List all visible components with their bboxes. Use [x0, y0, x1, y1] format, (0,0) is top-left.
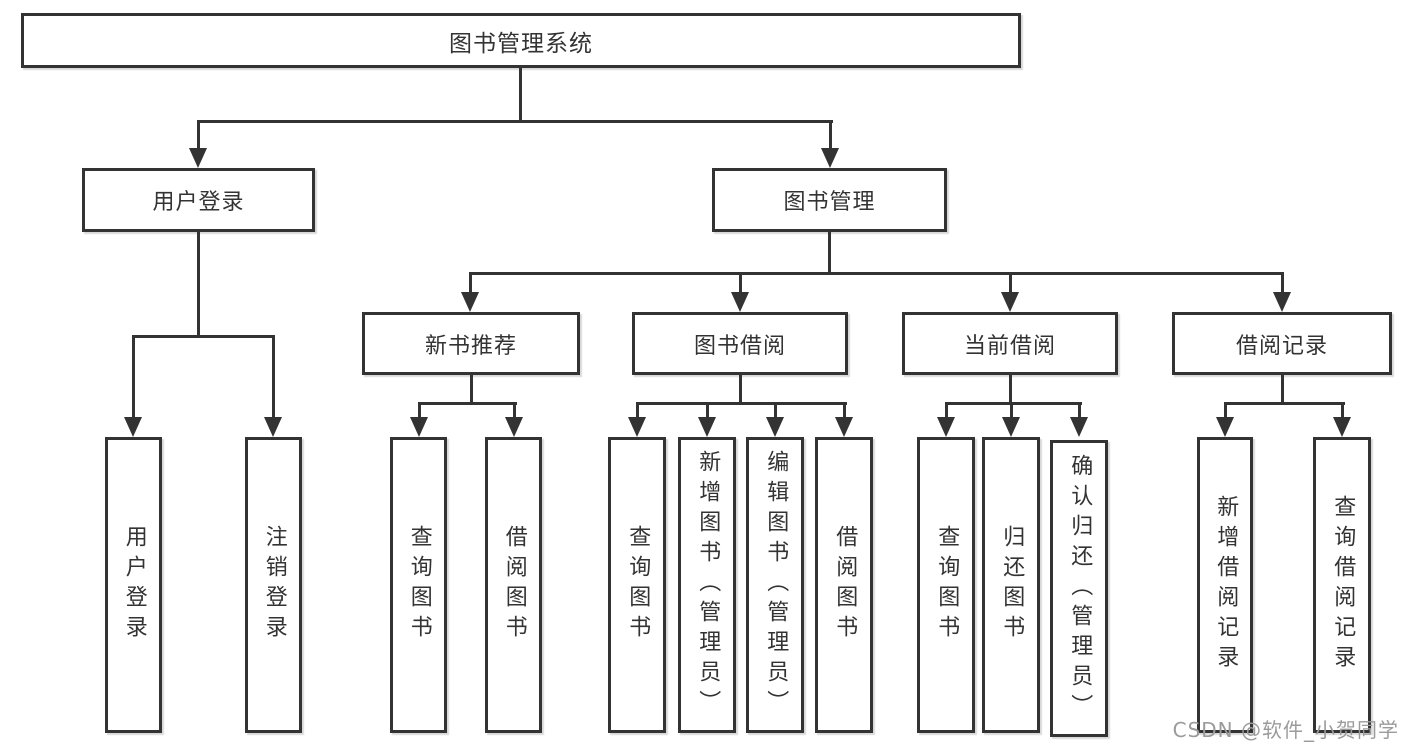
- connector-line: [1224, 402, 1345, 405]
- connector-line: [945, 402, 1082, 405]
- arrow-down-icon: [505, 417, 523, 437]
- node-label: 新书推荐: [424, 333, 517, 359]
- leaf-query-book-borrow: 查询图书: [608, 437, 666, 733]
- connector-line: [636, 402, 639, 419]
- leaf-borrow-book: 借阅图书: [815, 437, 873, 733]
- arrow-down-icon: [1216, 417, 1234, 437]
- node-label: 新增借阅记录: [1213, 495, 1239, 675]
- connector-line: [132, 335, 275, 338]
- connector-line: [1009, 375, 1012, 402]
- arrow-down-icon: [1070, 417, 1088, 437]
- node-book-borrow: 图书借阅: [632, 312, 848, 375]
- leaf-user-login: 用户登录: [105, 437, 162, 733]
- connector-line: [1009, 272, 1012, 296]
- arrow-down-icon: [1333, 417, 1351, 437]
- connector-line: [739, 272, 742, 296]
- connector-line: [739, 375, 742, 402]
- leaf-edit-book-admin: 编辑图书（管理员）: [746, 437, 804, 733]
- connector-line: [197, 120, 833, 123]
- leaf-query-book-current: 查询图书: [917, 437, 975, 733]
- arrow-down-icon: [1273, 292, 1291, 312]
- node-root-library-management-system: 图书管理系统: [21, 13, 1021, 68]
- arrow-down-icon: [731, 292, 749, 312]
- leaf-return-book: 归还图书: [982, 437, 1040, 733]
- node-user-login-branch: 用户登录: [82, 168, 315, 232]
- leaf-add-borrow-record: 新增借阅记录: [1197, 437, 1253, 733]
- connector-line: [197, 232, 200, 335]
- connector-line: [636, 402, 847, 405]
- connector-line: [1224, 402, 1227, 419]
- node-label: 查询图书: [934, 525, 960, 645]
- arrow-down-icon: [461, 292, 479, 312]
- node-book-management-branch: 图书管理: [712, 168, 947, 232]
- connector-line: [829, 120, 832, 152]
- arrow-down-icon: [766, 417, 784, 437]
- connector-line: [774, 402, 777, 419]
- arrow-down-icon: [264, 417, 282, 437]
- connector-line: [470, 375, 473, 402]
- leaf-query-book-recommend: 查询图书: [390, 437, 447, 733]
- node-label: 编辑图书（管理员）: [763, 450, 789, 720]
- connector-line: [828, 232, 831, 272]
- connector-line: [418, 402, 517, 405]
- connector-line: [513, 402, 516, 419]
- leaf-confirm-return-admin: 确认归还（管理员）: [1050, 440, 1108, 737]
- node-borrow-records: 借阅记录: [1172, 312, 1392, 375]
- connector-line: [197, 120, 200, 152]
- arrow-down-icon: [937, 417, 955, 437]
- connector-line: [945, 402, 948, 419]
- arrow-down-icon: [189, 148, 207, 168]
- node-label: 图书借阅: [693, 333, 786, 359]
- node-label: 确认归还（管理员）: [1067, 453, 1093, 724]
- arrow-down-icon: [698, 417, 716, 437]
- arrow-down-icon: [410, 417, 428, 437]
- node-label: 借阅记录: [1235, 333, 1328, 359]
- connector-line: [1281, 375, 1284, 402]
- node-label: 用户登录: [152, 190, 245, 215]
- leaf-borrow-book-recommend: 借阅图书: [485, 437, 542, 733]
- connector-line: [1010, 402, 1013, 419]
- node-label: 查询图书: [625, 525, 651, 645]
- connector-line: [1281, 272, 1284, 296]
- arrow-down-icon: [1001, 292, 1019, 312]
- node-label: 新增图书（管理员）: [695, 450, 721, 720]
- arrow-down-icon: [1002, 417, 1020, 437]
- connector-line: [519, 68, 522, 120]
- node-label: 图书管理系统: [449, 30, 593, 57]
- node-new-book-recommend: 新书推荐: [362, 312, 580, 375]
- connector-line: [418, 402, 421, 419]
- csdn-watermark: CSDN @软件_小贺同学: [1172, 718, 1399, 742]
- connector-line: [469, 272, 1284, 275]
- connector-line: [1341, 402, 1344, 419]
- leaf-add-book-admin: 新增图书（管理员）: [678, 437, 736, 733]
- connector-line: [706, 402, 709, 419]
- node-label: 查询借阅记录: [1330, 495, 1356, 675]
- node-label: 借阅图书: [501, 525, 527, 645]
- connector-line: [272, 335, 275, 419]
- node-current-borrow: 当前借阅: [902, 312, 1118, 375]
- node-label: 当前借阅: [963, 333, 1056, 359]
- connector-line: [1078, 402, 1081, 419]
- arrow-down-icon: [124, 417, 142, 437]
- arrow-down-icon: [628, 417, 646, 437]
- node-label: 归还图书: [999, 525, 1025, 645]
- node-label: 借阅图书: [832, 525, 858, 645]
- arrow-down-icon: [835, 417, 853, 437]
- arrow-down-icon: [821, 148, 839, 168]
- node-label: 查询图书: [406, 525, 432, 645]
- connector-line: [132, 335, 135, 419]
- connector-line: [469, 272, 472, 296]
- leaf-query-borrow-record: 查询借阅记录: [1313, 437, 1371, 733]
- node-label: 图书管理: [783, 190, 876, 215]
- leaf-logout: 注销登录: [245, 437, 302, 733]
- connector-line: [843, 402, 846, 419]
- node-label: 注销登录: [261, 525, 287, 645]
- node-label: 用户登录: [121, 525, 147, 645]
